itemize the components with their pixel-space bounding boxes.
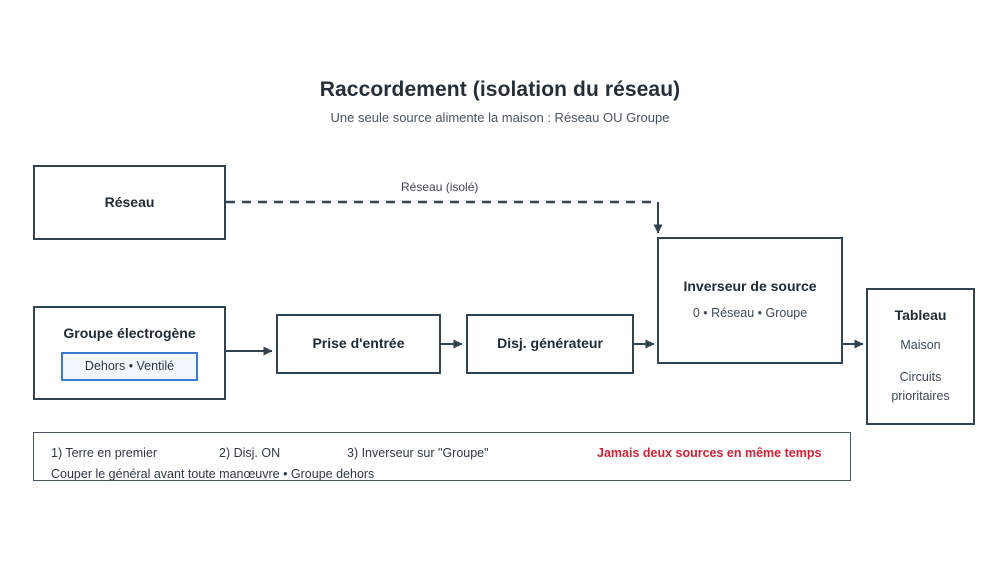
footer-step-2: 2) Disj. ON bbox=[219, 446, 281, 460]
footer-step-1: 1) Terre en premier bbox=[51, 446, 158, 460]
node-prise-title: Prise d'entrée bbox=[312, 335, 405, 352]
badge-dehors-ventile: Dehors • Ventilé bbox=[60, 352, 199, 382]
node-tableau-title: Tableau bbox=[894, 306, 947, 323]
node-reseau[interactable]: Réseau bbox=[33, 165, 226, 240]
edge-label-reseau-isole: Réseau (isolé) bbox=[401, 180, 479, 194]
node-inverseur-de-source[interactable]: Inverseur de source 0 • Réseau • Groupe bbox=[657, 237, 843, 364]
page-title: Raccordement (isolation du réseau) bbox=[319, 78, 681, 101]
footer-step-3: 3) Inverseur sur "Groupe" bbox=[347, 446, 489, 460]
node-groupe-title: Groupe électrogène bbox=[63, 324, 196, 341]
footer-steps-row: 1) Terre en premier 2) Disj. ON 3) Inverse… bbox=[51, 446, 835, 460]
node-tableau-line-circuits-part1: Circuits bbox=[899, 369, 942, 384]
page-subtitle: Une seule source alimente la maison : Ré… bbox=[330, 110, 670, 125]
edge-reseau-to-inverseur bbox=[226, 200, 663, 234]
footer-warning-text: Jamais deux sources en même temps bbox=[597, 446, 822, 460]
node-disjoncteur-title: Disj. générateur bbox=[497, 335, 603, 352]
node-inverseur-subtitle: 0 • Réseau • Groupe bbox=[692, 305, 808, 320]
node-tableau[interactable]: Tableau Maison Circuits prioritaires bbox=[866, 288, 975, 425]
node-prise-entree[interactable]: Prise d'entrée bbox=[276, 314, 441, 374]
node-tableau-line-circuits: Circuits prioritaires bbox=[891, 368, 949, 407]
node-disjoncteur-generateur[interactable]: Disj. générateur bbox=[466, 314, 634, 374]
footer-note-row: Couper le général avant toute manœuvre •… bbox=[51, 467, 375, 481]
node-tableau-line-maison: Maison bbox=[900, 338, 941, 353]
footer-procedure-box: 1) Terre en premier 2) Disj. ON 3) Inverse… bbox=[33, 432, 851, 481]
node-reseau-title: Réseau bbox=[104, 193, 155, 210]
node-inverseur-title: Inverseur de source bbox=[683, 278, 817, 295]
node-groupe-electrogene[interactable]: Groupe électrogène Dehors • Ventilé bbox=[33, 306, 226, 400]
node-tableau-line-circuits-part2: prioritaires bbox=[891, 388, 950, 403]
